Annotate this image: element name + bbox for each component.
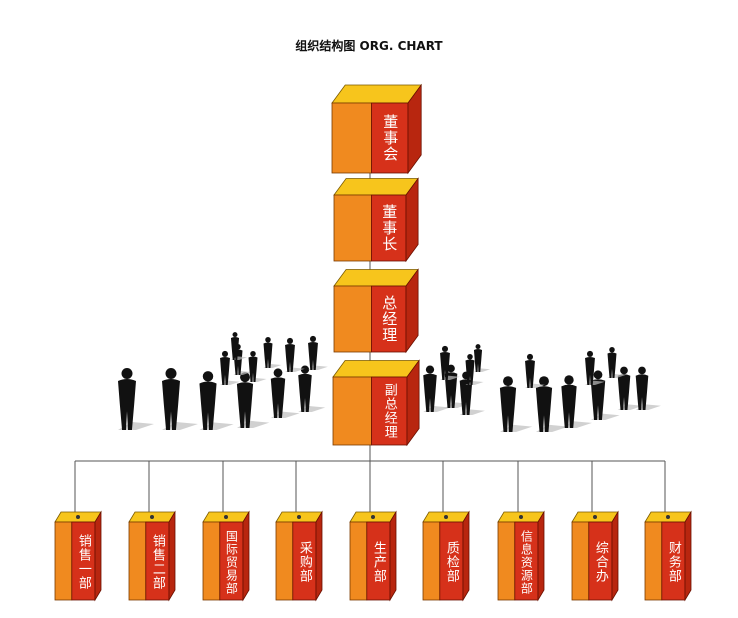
- department-label: 综合办: [592, 541, 608, 583]
- department-box: [571, 510, 619, 602]
- person-silhouette: [308, 335, 328, 370]
- person-silhouette: [473, 344, 491, 372]
- person-silhouette: [535, 376, 569, 432]
- person-silhouette: [230, 332, 248, 360]
- chart-title: 组织结构图 ORG. CHART: [295, 39, 443, 53]
- hierarchy-label: 总经理: [380, 295, 399, 343]
- department-box: [128, 510, 176, 602]
- department-label: 生产部: [370, 541, 386, 583]
- person-silhouette: [162, 368, 198, 430]
- person-silhouette: [465, 354, 484, 385]
- department-label: 财务部: [665, 541, 681, 583]
- person-silhouette: [220, 350, 240, 385]
- department-box: [54, 510, 102, 602]
- crowd-silhouettes: [118, 332, 661, 432]
- department-label: 信息资源部: [519, 529, 534, 595]
- person-silhouette: [199, 371, 234, 430]
- person-silhouette: [270, 368, 300, 418]
- person-silhouette: [590, 370, 620, 420]
- person-silhouette: [118, 368, 154, 430]
- hierarchy-label: 董事会: [381, 114, 400, 162]
- department-label: 销售一部: [75, 534, 91, 590]
- person-silhouette: [525, 353, 545, 388]
- person-silhouette: [248, 351, 267, 382]
- person-silhouette: [607, 347, 626, 378]
- person-silhouette: [635, 366, 661, 410]
- department-box: [202, 510, 250, 602]
- connector-lines: [74, 168, 666, 512]
- hierarchy-cube: [331, 83, 422, 175]
- hierarchy-cube: [332, 359, 420, 447]
- person-silhouette: [423, 365, 451, 412]
- department-box: [349, 510, 397, 602]
- hierarchy-cube: [333, 268, 419, 354]
- department-label: 采购部: [296, 541, 312, 583]
- person-silhouette: [440, 345, 460, 380]
- person-silhouette: [585, 350, 605, 385]
- department-box: [275, 510, 323, 602]
- person-silhouette: [285, 337, 305, 372]
- department-box: [422, 510, 470, 602]
- hierarchy-label: 副总经理: [381, 383, 397, 439]
- hierarchy-cube: [333, 177, 419, 263]
- person-silhouette: [298, 365, 326, 412]
- department-label: 销售二部: [149, 534, 165, 590]
- person-silhouette: [561, 375, 592, 428]
- department-box: [644, 510, 692, 602]
- person-silhouette: [499, 376, 533, 432]
- department-label: 质检部: [443, 541, 459, 583]
- department-label: 国际贸易部: [224, 529, 239, 595]
- department-box: [497, 510, 545, 602]
- person-silhouette: [263, 337, 282, 368]
- hierarchy-label: 董事长: [380, 204, 399, 252]
- person-silhouette: [617, 366, 643, 410]
